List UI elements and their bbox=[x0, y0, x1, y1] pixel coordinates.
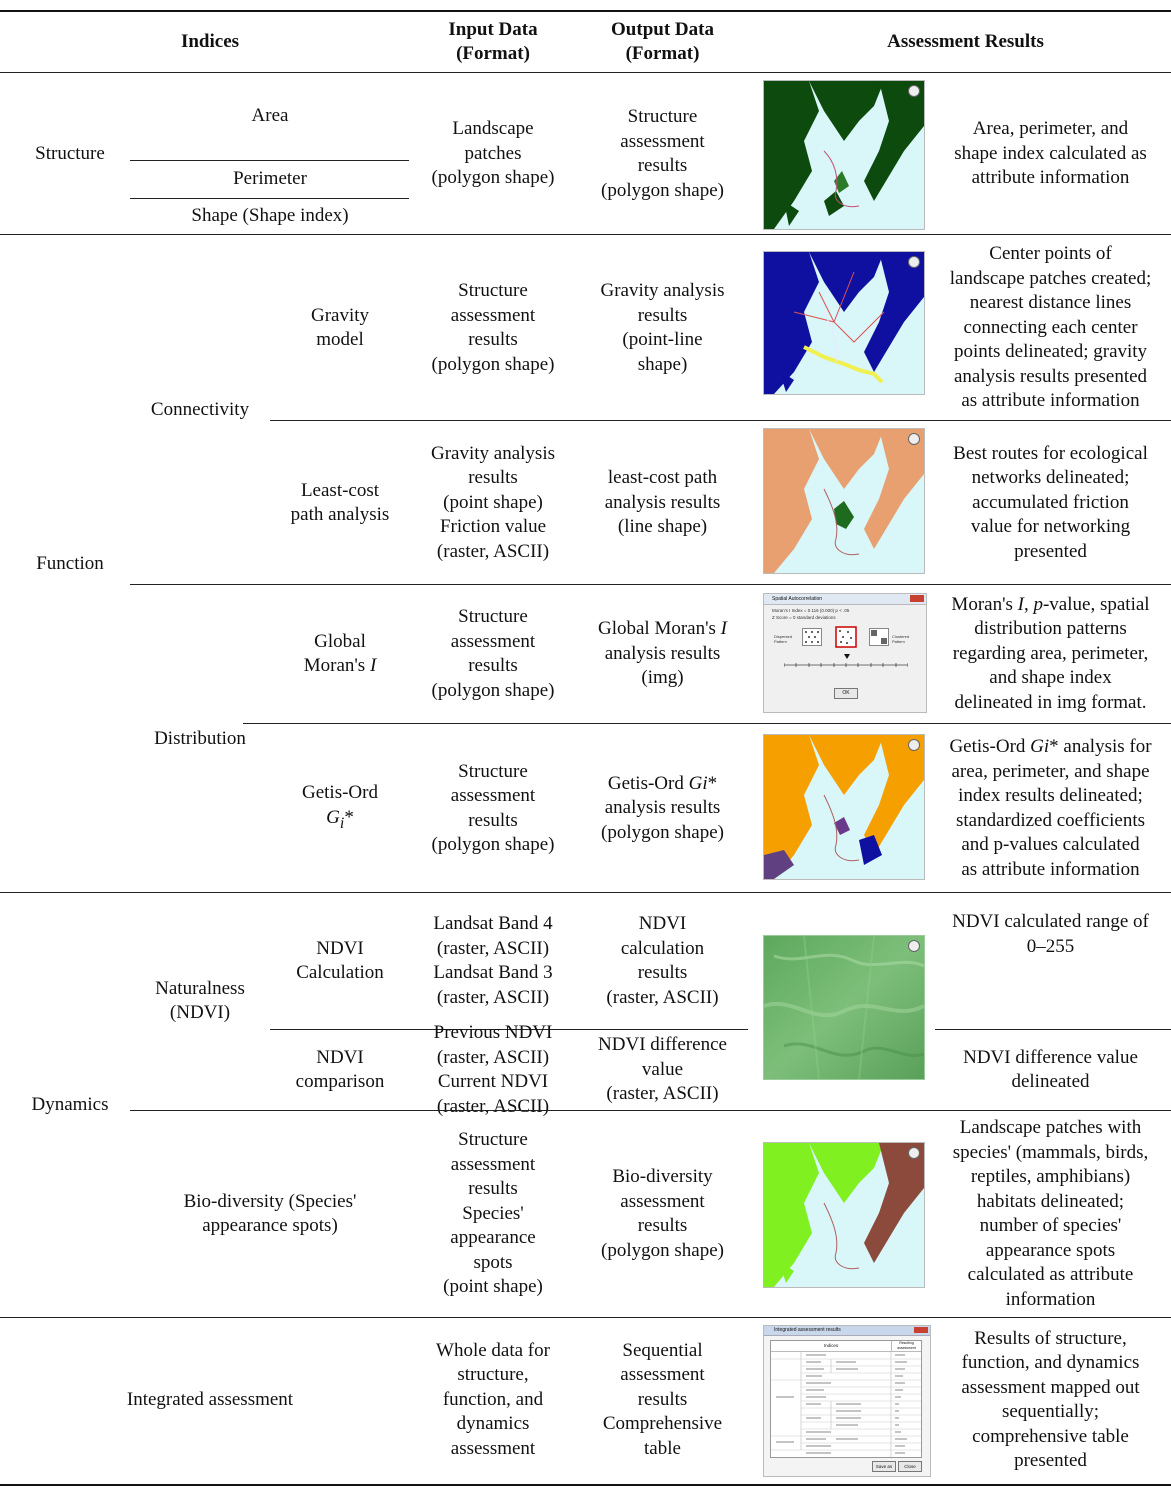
rule-perimeter bbox=[130, 198, 409, 199]
getis-map-thumbnail bbox=[763, 734, 925, 880]
integrated-col-indices: Indices bbox=[771, 1341, 892, 1352]
close-icon bbox=[914, 1327, 928, 1333]
rule-moran-end bbox=[243, 723, 1171, 724]
moran-dialog-clustered: Clustered Pattern bbox=[892, 634, 910, 644]
moran-dialog-titlebar: Spatial Autocorrelation bbox=[764, 594, 926, 605]
index-area: Area bbox=[251, 104, 289, 126]
header-input: Input Data(Format) bbox=[448, 18, 538, 65]
clustered-pattern-icon bbox=[869, 628, 889, 646]
header-results: Assessment Results bbox=[887, 30, 1044, 52]
getis-output: Getis-Ord Gi* analysis results(polygon s… bbox=[601, 772, 724, 843]
rule-ndvi-calc-left bbox=[270, 1029, 748, 1030]
moran-dialog-thumbnail: Spatial Autocorrelation Moran's I Index … bbox=[763, 593, 927, 713]
index-getis: Getis-Ord Gi* bbox=[302, 782, 378, 832]
save-as-button[interactable]: Save as bbox=[872, 1461, 896, 1472]
integrated-table: Indices Resulting assessment bbox=[770, 1340, 922, 1458]
header-output: Output Data(Format) bbox=[611, 18, 714, 65]
integrated-window-thumbnail: Integrated assessment results Indices Re… bbox=[763, 1325, 931, 1477]
group-structure: Structure bbox=[35, 142, 105, 164]
rule-naturalness-end bbox=[130, 1110, 1171, 1111]
integrated-table-grid bbox=[771, 1352, 921, 1457]
header-indices: Indices bbox=[180, 30, 240, 52]
integrated-result: Results of structure,function, and dynam… bbox=[961, 1327, 1140, 1472]
rule-gravity-end bbox=[270, 420, 1171, 421]
table-bottom-rule bbox=[0, 1484, 1171, 1486]
rule-area bbox=[130, 160, 409, 161]
rule-structure-end bbox=[0, 234, 1171, 235]
random-pattern-icon bbox=[835, 626, 857, 648]
dispersed-pattern-icon bbox=[802, 628, 822, 646]
moran-dialog-dispersed: Dispersed Pattern bbox=[774, 634, 793, 644]
biodiv-map-thumbnail bbox=[763, 1142, 925, 1288]
leastcost-map-thumbnail bbox=[763, 428, 925, 574]
header-rule bbox=[0, 72, 1171, 73]
ndvi-comp-input: Previous NDVI(raster, ASCII)Current NDVI… bbox=[433, 1022, 553, 1117]
moran-dialog-line1: Moran's I Index = 0.116 (0.000) p < .05 bbox=[772, 608, 850, 613]
group-dynamics: Dynamics bbox=[31, 1093, 109, 1115]
moran-scale-axis bbox=[784, 663, 908, 667]
table-top-rule bbox=[0, 10, 1171, 12]
rule-ndvi-calc-right bbox=[935, 1029, 1171, 1030]
index-biodiversity: Bio-diversity (Species'appearance spots) bbox=[183, 1190, 357, 1237]
integrated-col-result: Resulting assessment bbox=[892, 1341, 921, 1352]
moran-ok-button[interactable]: OK bbox=[834, 688, 858, 699]
ndvi-calc-input: Landsat Band 4(raster, ASCII)Landsat Ban… bbox=[433, 913, 553, 1008]
index-perimeter: Perimeter bbox=[233, 167, 307, 189]
subgroup-naturalness: Naturalness(NDVI) bbox=[155, 977, 245, 1024]
gravity-map-thumbnail bbox=[763, 251, 925, 395]
close-icon bbox=[910, 595, 924, 602]
rule-connectivity-end bbox=[130, 584, 1171, 585]
index-shape: Shape (Shape index) bbox=[191, 204, 349, 226]
close-button[interactable]: Close bbox=[898, 1461, 922, 1472]
ndvi-raster-thumbnail bbox=[763, 935, 925, 1080]
index-moran: Global Moran's I bbox=[303, 630, 377, 677]
structure-map-thumbnail bbox=[763, 80, 925, 230]
marker-icon bbox=[844, 654, 850, 659]
subgroup-distribution: Distribution bbox=[154, 727, 246, 749]
integrated-window-titlebar: Integrated assessment results bbox=[764, 1326, 930, 1336]
moran-result: Moran's I, p-value, spatial distribution… bbox=[951, 593, 1150, 713]
rule-function-end bbox=[0, 892, 1171, 893]
moran-dialog-line2: Z Score = 0 standard deviations bbox=[772, 615, 836, 620]
getis-result: Getis-Ord Gi* analysis for area, perimet… bbox=[949, 736, 1152, 880]
rule-dynamics-end bbox=[0, 1317, 1171, 1318]
group-function: Function bbox=[36, 552, 104, 574]
index-integrated: Integrated assessment bbox=[126, 1388, 294, 1410]
moran-output: Global Moran's I analysis results(img) bbox=[597, 618, 727, 689]
subgroup-connectivity: Connectivity bbox=[150, 398, 250, 420]
